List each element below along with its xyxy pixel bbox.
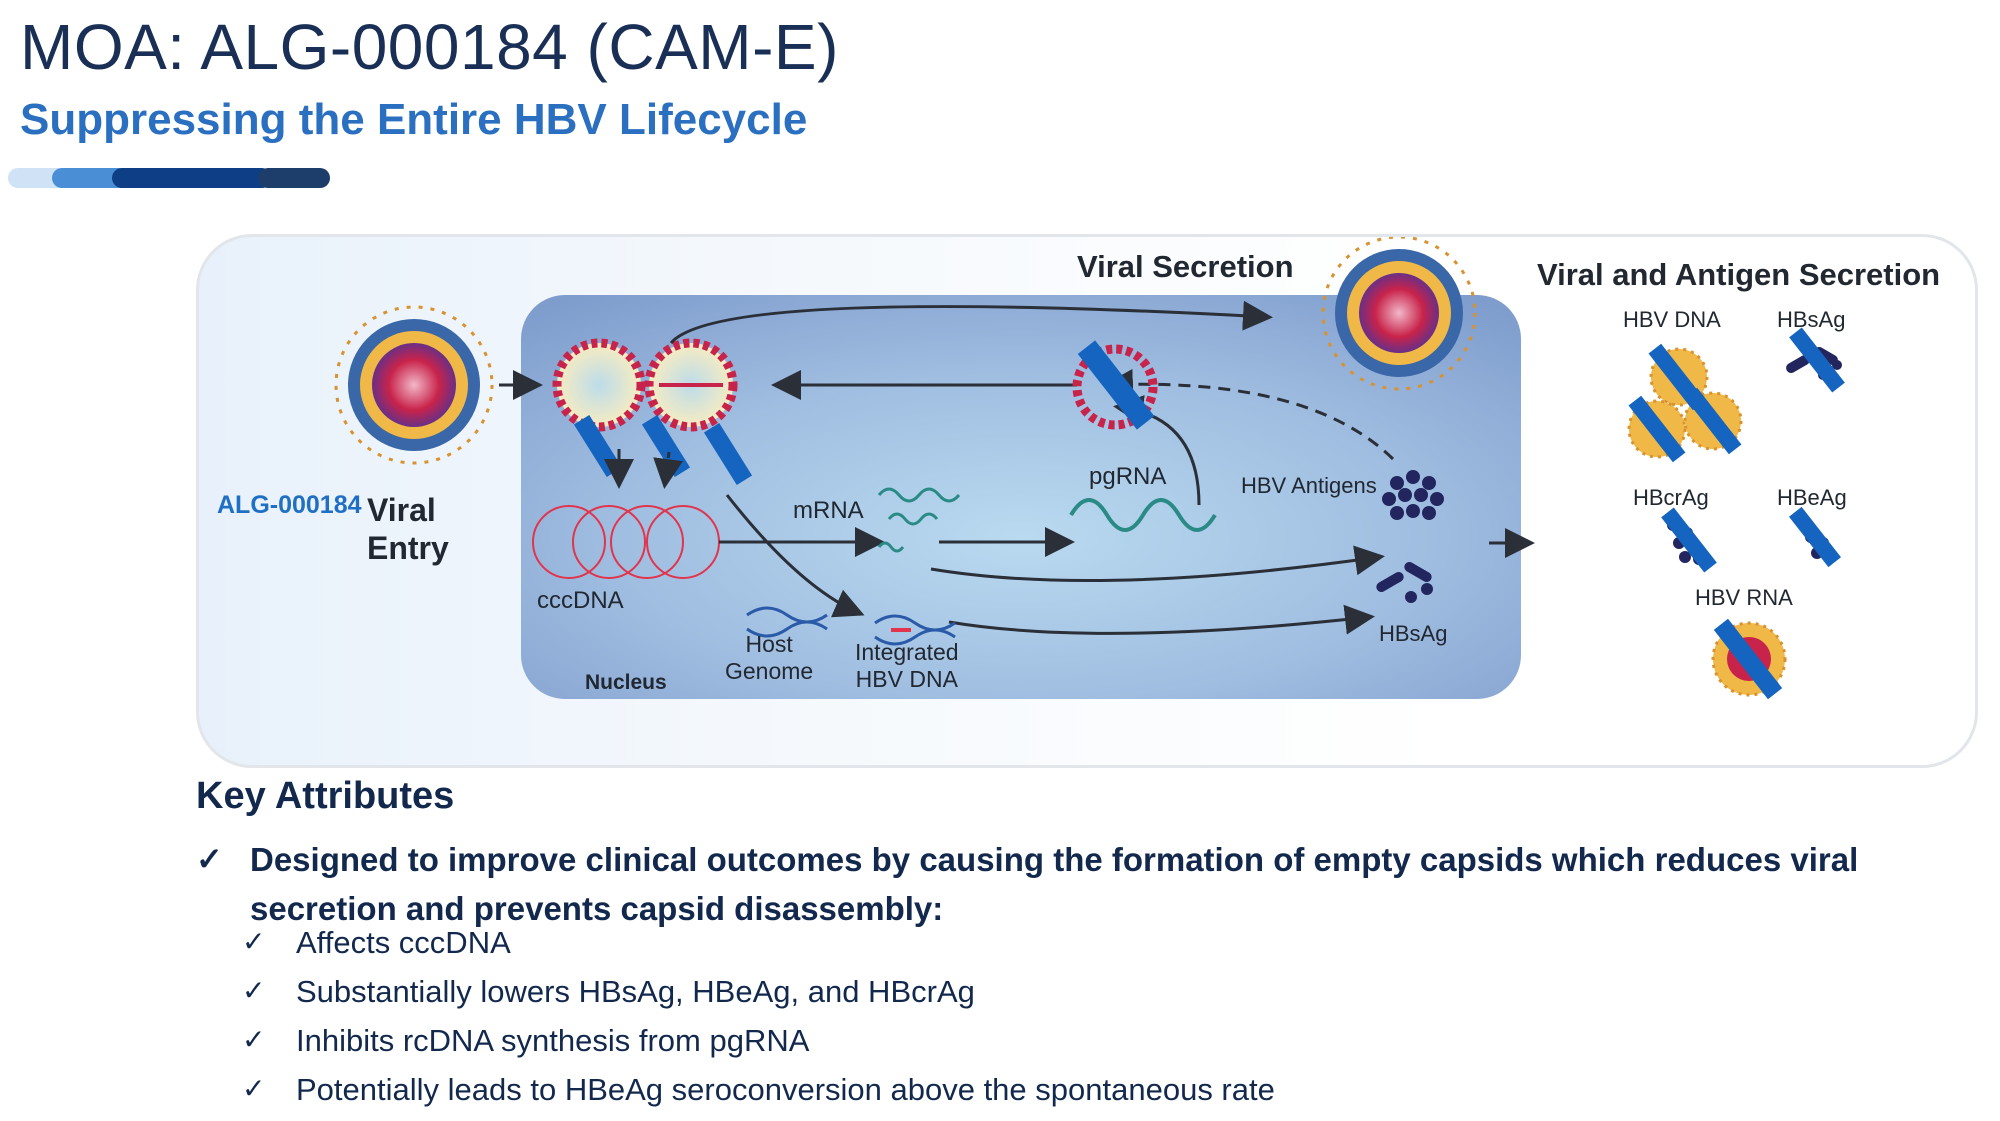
rna-wave-icon <box>877 487 961 553</box>
secretion-hbv-dna-label: HBV DNA <box>1623 307 1721 332</box>
antigen-cluster-icon <box>1376 562 1433 603</box>
list-item: ✓ Affects cccDNA <box>242 925 1642 974</box>
drug-label: ALG-000184 <box>217 491 362 519</box>
secretion-hbeag-label: HBeAg <box>1777 485 1847 510</box>
list-item: ✓ Potentially leads to HBeAg seroconvers… <box>242 1072 1642 1121</box>
viral-secretion-label: Viral Secretion <box>1077 249 1294 284</box>
dna-helix-icon <box>746 606 828 638</box>
list-item: ✓ Substantially lowers HBsAg, HBeAg, and… <box>242 974 1642 1023</box>
antigen-cluster-icon <box>1382 470 1444 520</box>
capsid-icon <box>552 338 646 432</box>
page-title: MOA: ALG-000184 (CAM-E) <box>20 11 839 83</box>
checkmark-icon: ✓ <box>242 1073 266 1104</box>
integrated-hbv-dna-label: Integrated HBV DNA <box>855 639 959 692</box>
list-item-text: Potentially leads to HBeAg seroconversio… <box>296 1072 1275 1107</box>
checkmark-icon: ✓ <box>242 926 266 957</box>
list-item-text: Substantially lowers HBsAg, HBeAg, and H… <box>296 974 975 1009</box>
checkmark-icon: ✓ <box>242 1024 266 1055</box>
key-attribute-sublist: ✓ Affects cccDNA ✓ Substantially lowers … <box>242 925 1642 1121</box>
moa-diagram: ALG-000184 Viral Entry Viral Secretion V… <box>196 234 1978 768</box>
inhibitor-bar-icon <box>1077 340 1155 430</box>
secretion-hbv-rna-label: HBV RNA <box>1695 585 1793 610</box>
viral-entry-label: Viral Entry <box>367 492 449 566</box>
viral-antigen-secretion-label: Viral and Antigen Secretion <box>1537 257 1941 292</box>
list-item-text: Inhibits rcDNA synthesis from pgRNA <box>296 1023 810 1058</box>
capsid-icon <box>1072 340 1158 430</box>
moa-diagram-graphics <box>334 237 1845 700</box>
list-item: ✓ Inhibits rcDNA synthesis from pgRNA <box>242 1023 1642 1072</box>
secretion-hbcrag-label: HBcrAg <box>1633 485 1709 510</box>
host-genome-label: Host Genome <box>725 631 814 684</box>
cccdna-label: cccDNA <box>537 587 624 614</box>
list-item-text: Affects cccDNA <box>296 925 511 960</box>
nucleus-label: Nucleus <box>585 671 667 694</box>
mrna-label: mRNA <box>793 497 864 524</box>
title-accent-bar <box>8 168 330 188</box>
hbsag-inner-label: HBsAg <box>1379 621 1448 646</box>
rna-wave-icon <box>1069 498 1217 532</box>
hbsag-blocked-icon <box>1786 327 1845 393</box>
hbv-rna-blocked-icon <box>1711 618 1787 700</box>
capsid-icon <box>644 338 738 432</box>
key-attribute-main-text: Designed to improve clinical outcomes by… <box>250 841 1859 927</box>
accent-segment-4 <box>258 168 330 188</box>
key-attributes-title: Key Attributes <box>196 775 455 817</box>
accent-segment-3 <box>112 168 272 188</box>
pgrna-label: pgRNA <box>1089 463 1167 490</box>
checkmark-icon: ✓ <box>242 975 266 1006</box>
secretion-hbsag-label: HBsAg <box>1777 307 1846 332</box>
page-subtitle: Suppressing the Entire HBV Lifecycle <box>20 95 808 144</box>
entering-virion-icon <box>334 305 494 465</box>
hbeag-blocked-icon <box>1788 506 1842 568</box>
dna-helix-icon <box>874 614 956 646</box>
checkmark-icon: ✓ <box>196 841 223 877</box>
hbv-dna-blocked-icon <box>1627 343 1743 463</box>
hbv-antigens-label: HBV Antigens <box>1241 473 1377 498</box>
hbcrag-blocked-icon <box>1661 507 1717 573</box>
secreted-virion-icon <box>1321 237 1477 391</box>
key-attribute-main: ✓ Designed to improve clinical outcomes … <box>196 835 1936 933</box>
